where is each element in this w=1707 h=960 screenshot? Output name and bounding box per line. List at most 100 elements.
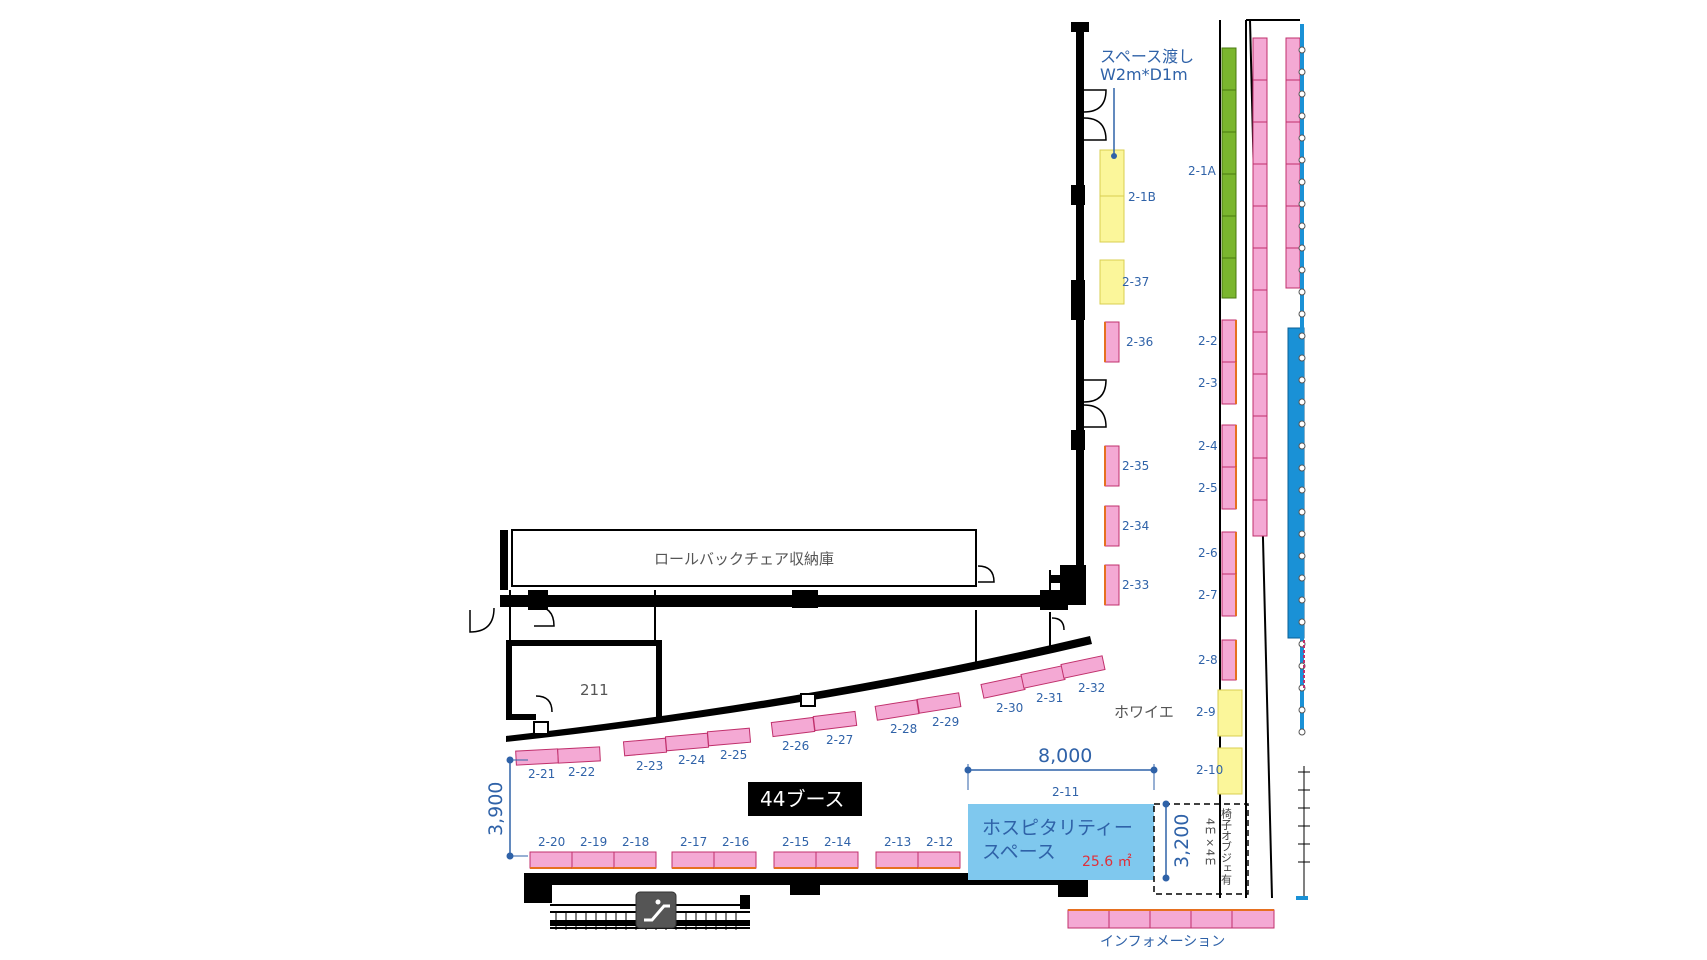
booth-2-1A[interactable]: 2-1A xyxy=(1188,47,1237,299)
door-swings xyxy=(469,89,1107,713)
booth-2-3[interactable]: 2-3 xyxy=(1198,361,1237,405)
chair-object-area: 椅子オブジェ有 4ｍ×4ｍ xyxy=(1153,803,1249,895)
booth-label: 2-28 xyxy=(890,722,917,736)
booth-2-34[interactable]: 2-34 xyxy=(1104,505,1149,547)
booth-2-18[interactable]: 2-18 xyxy=(613,835,657,869)
booth-label: 2-33 xyxy=(1122,578,1149,592)
hospitality-space[interactable]: ホスピタリティー スペース 25.6 ㎡ xyxy=(968,804,1154,880)
booth-label: 2-35 xyxy=(1122,459,1149,473)
booth-2-33[interactable]: 2-33 xyxy=(1104,564,1149,606)
booth-2-5[interactable]: 2-5 xyxy=(1198,466,1237,510)
booth-label: 2-18 xyxy=(622,835,649,849)
booth-count-title: 44ブース xyxy=(760,787,844,811)
booth-label: 2-36 xyxy=(1126,335,1153,349)
booth-2-14[interactable]: 2-14 xyxy=(815,835,859,869)
dimension-8000: 8,000 xyxy=(964,745,1158,790)
booth-2-24[interactable]: 2-24 xyxy=(664,732,710,767)
booth-label: 2-1B xyxy=(1128,190,1156,204)
hospitality-label-2: スペース xyxy=(982,841,1056,863)
booth-2-17[interactable]: 2-17 xyxy=(671,835,715,869)
booth-label: 2-31 xyxy=(1036,691,1063,705)
booth-label: 2-11 xyxy=(1052,785,1079,799)
booth-2-7[interactable]: 2-7 xyxy=(1198,573,1237,617)
space-note-line1: スペース渡し xyxy=(1100,47,1194,66)
booth-2-23[interactable]: 2-23 xyxy=(622,737,668,773)
right-strips xyxy=(1252,24,1310,900)
booth-label: 2-21 xyxy=(528,767,555,781)
booth-label: 2-6 xyxy=(1198,546,1218,560)
booth-label: 2-14 xyxy=(824,835,851,849)
booth-label: 2-22 xyxy=(568,765,595,779)
room-211-label: 211 xyxy=(580,681,609,699)
booth-label: 2-34 xyxy=(1122,519,1149,533)
hospitality-area: 25.6 ㎡ xyxy=(1082,854,1132,870)
booth-2-20[interactable]: 2-20 xyxy=(529,835,573,869)
dimension-depth-left: 3,900 xyxy=(485,782,507,836)
booth-2-30[interactable]: 2-30 xyxy=(980,675,1026,715)
information-counter[interactable] xyxy=(1067,909,1275,929)
information-label: インフォメーション xyxy=(1100,934,1225,950)
booth-2-25[interactable]: 2-25 xyxy=(706,727,752,762)
booth-count-box: 44ブース xyxy=(748,782,862,816)
booth-2-22[interactable]: 2-22 xyxy=(557,746,601,779)
wall-outlines xyxy=(509,19,1300,930)
escalator-icon xyxy=(635,891,677,929)
booth-label: 2-7 xyxy=(1198,588,1218,602)
booth-2-15[interactable]: 2-15 xyxy=(773,835,817,869)
booth-2-31[interactable]: 2-31 xyxy=(1020,665,1066,705)
booth-label: 2-2 xyxy=(1198,334,1218,348)
curved-wall xyxy=(506,636,1092,742)
booth-label: 2-26 xyxy=(782,739,809,753)
booth-2-27[interactable]: 2-27 xyxy=(812,710,858,747)
booth-label: 2-25 xyxy=(720,748,747,762)
booth-2-10[interactable]: 2-10 xyxy=(1196,747,1243,795)
booth-label: 2-13 xyxy=(884,835,911,849)
booth-2-29[interactable]: 2-29 xyxy=(916,692,962,729)
booth-label: 2-5 xyxy=(1198,481,1218,495)
booth-2-32[interactable]: 2-32 xyxy=(1060,655,1106,695)
booth-2-2[interactable]: 2-2 xyxy=(1198,319,1237,363)
chair-object-size: 4ｍ×4ｍ xyxy=(1204,818,1217,867)
booth-label: 2-4 xyxy=(1198,439,1218,453)
booth-2-13[interactable]: 2-13 xyxy=(875,835,919,869)
booth-2-8[interactable]: 2-8 xyxy=(1198,639,1237,681)
booth-2-26[interactable]: 2-26 xyxy=(770,716,816,753)
booth-label: 2-15 xyxy=(782,835,809,849)
booth-2-35[interactable]: 2-35 xyxy=(1104,445,1149,487)
booth-label: 2-20 xyxy=(538,835,565,849)
booth-label: 2-23 xyxy=(636,759,663,773)
booth-2-37[interactable]: 2-37 xyxy=(1099,259,1149,305)
booth-label: 2-9 xyxy=(1196,705,1216,719)
dimension-3200: 3,200 xyxy=(1162,800,1193,882)
booth-label: 2-32 xyxy=(1078,681,1105,695)
booth-2-19[interactable]: 2-19 xyxy=(571,835,615,869)
booth-2-4[interactable]: 2-4 xyxy=(1198,424,1237,468)
booth-label: 2-8 xyxy=(1198,653,1218,667)
booth-label: 2-10 xyxy=(1196,763,1223,777)
walls xyxy=(500,22,1089,926)
booth-2-11[interactable]: 2-11 xyxy=(1052,785,1079,799)
booth-label: 2-17 xyxy=(680,835,707,849)
hospitality-label-1: ホスピタリティー xyxy=(982,817,1133,839)
booth-label: 2-24 xyxy=(678,753,705,767)
booth-label: 2-12 xyxy=(926,835,953,849)
booth-2-9[interactable]: 2-9 xyxy=(1196,689,1243,737)
booth-2-16[interactable]: 2-16 xyxy=(713,835,757,869)
booth-label: 2-19 xyxy=(580,835,607,849)
space-note-line2: W2m*D1m xyxy=(1100,65,1188,84)
booth-2-36[interactable]: 2-36 xyxy=(1104,321,1153,363)
storage-label: ロールバックチェア収納庫 xyxy=(654,550,834,568)
booth-label: 2-3 xyxy=(1198,376,1218,390)
booth-label: 2-37 xyxy=(1122,275,1149,289)
booth-2-28[interactable]: 2-28 xyxy=(874,699,920,736)
booth-2-1B[interactable]: 2-1B xyxy=(1099,149,1156,243)
booth-label: 2-1A xyxy=(1188,164,1217,178)
booth-2-21[interactable]: 2-21 xyxy=(515,748,559,781)
booth-2-12[interactable]: 2-12 xyxy=(917,835,961,869)
dimension-width: 8,000 xyxy=(1038,745,1092,767)
dimension-depth-right: 3,200 xyxy=(1171,814,1193,868)
booth-2-6[interactable]: 2-6 xyxy=(1198,531,1237,575)
booth-label: 2-29 xyxy=(932,715,959,729)
foyer-label: ホワイエ xyxy=(1114,703,1174,721)
